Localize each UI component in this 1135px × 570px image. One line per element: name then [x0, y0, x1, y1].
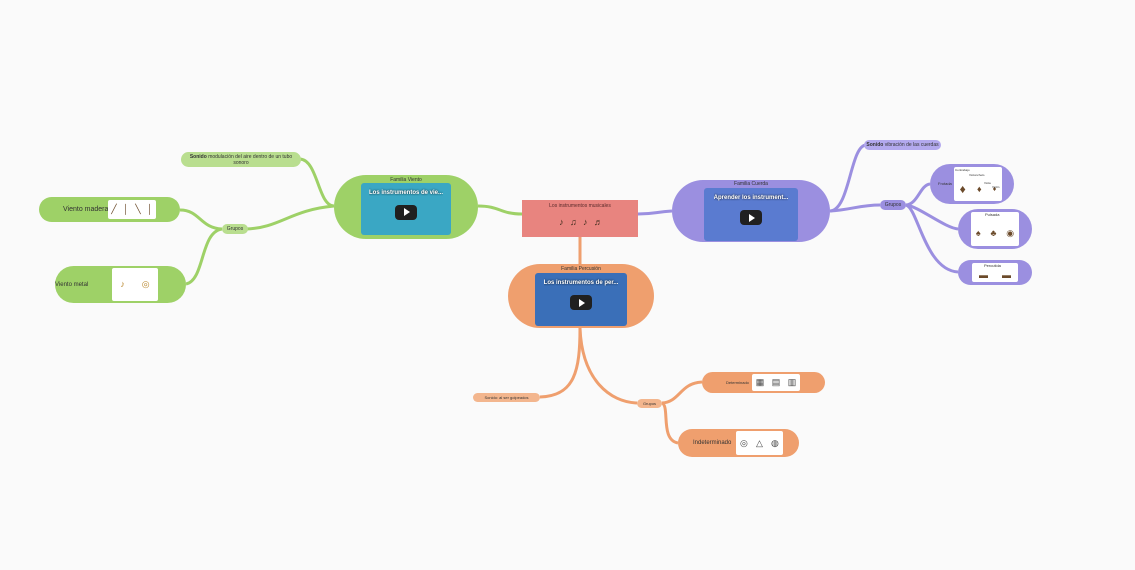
central-title: Los instrumentos musicales [549, 203, 611, 209]
percusion-indeterminado-label: Indeterminado [693, 440, 732, 446]
viento-family-node[interactable]: Familia Viento Los instrumentos de vie..… [334, 175, 478, 239]
viento-metal-node[interactable]: Viento metal ♪◎ [55, 266, 186, 303]
viento-metal-image: ♪◎ [112, 268, 158, 301]
central-instruments-image: ♪ ♫ ♪ ♬ [556, 211, 606, 233]
percusion-grupos-label: Grupos [642, 401, 657, 406]
percusion-title: Familia Percusión [561, 266, 601, 272]
viento-sonido-label: Sonido [189, 153, 207, 160]
cuerda-video[interactable]: Aprender los instrument... [704, 188, 798, 241]
frotada-item-0: Contrabajo [955, 168, 970, 172]
cuerda-frotada-label: Frotada [938, 181, 952, 186]
viento-grupos-label: Grupos [226, 226, 244, 232]
viento-madera-image: ╱│╲│ [108, 200, 156, 219]
viento-title: Familia Viento [390, 177, 422, 183]
cuerda-pulsada-image: Pulsada ♠♣◉ [971, 212, 1019, 246]
cuerda-percutida-image: Percutida ▬▬ [972, 263, 1018, 282]
cuerda-grupos-node[interactable]: Grupos [880, 200, 906, 210]
cuerda-percutida-node[interactable]: Percutida ▬▬ [958, 260, 1032, 285]
percusion-family-node[interactable]: Familia Percusión Los instrumentos de pe… [508, 264, 654, 328]
cuerda-frotada-image: Contrabajo Violonchelo Viola Violín ♦ ♦ … [954, 167, 1002, 201]
viento-sonido-node[interactable]: Sonido modulación del aire dentro de un … [181, 152, 301, 167]
percusion-indeterminado-image: ◎△◍ [736, 431, 783, 455]
percusion-determinado-label: Determinado [726, 380, 749, 385]
percusion-sonido-text: Sonido: al ser golpeados [484, 395, 529, 400]
percusion-video[interactable]: Los instrumentos de per... [535, 273, 627, 326]
play-icon[interactable] [740, 210, 762, 226]
cuerda-percutida-label: Percutida [984, 263, 1001, 268]
viento-madera-node[interactable]: Viento madera ╱│╲│ [39, 197, 180, 222]
cuerda-sonido-node[interactable]: Sonido vibración de las cuerdas [864, 140, 941, 150]
percusion-sonido-node[interactable]: Sonido: al ser golpeados [473, 393, 540, 402]
frotada-item-1: Violonchelo [969, 173, 985, 177]
cuerda-pulsada-label: Pulsada [985, 212, 1000, 217]
percusion-determinado-node[interactable]: Determinado ▦▤▥ [702, 372, 825, 393]
play-icon[interactable] [395, 204, 417, 220]
percusion-determinado-image: ▦▤▥ [752, 374, 800, 391]
play-icon[interactable] [570, 295, 592, 311]
cuerda-title: Familia Cuerda [734, 181, 768, 187]
viento-video[interactable]: Los instrumentos de vie... [361, 183, 451, 235]
cuerda-pulsada-node[interactable]: Pulsada ♠♣◉ [958, 209, 1032, 249]
cuerda-video-title: Aprender los instrument... [713, 195, 789, 201]
viento-madera-label: Viento madera [63, 206, 109, 213]
percusion-grupos-node[interactable]: Grupos [637, 399, 662, 408]
viento-grupos-node[interactable]: Grupos [222, 224, 248, 234]
cuerda-frotada-node[interactable]: Contrabajo Violonchelo Viola Violín ♦ ♦ … [930, 164, 1014, 204]
cuerda-sonido-label: Sonido [866, 142, 884, 148]
viento-video-title: Los instrumentos de vie... [368, 190, 443, 196]
viento-sonido-text: modulación del aire dentro de un tubo so… [208, 153, 293, 166]
cuerda-grupos-label: Grupos [884, 202, 902, 208]
percusion-indeterminado-node[interactable]: Indeterminado ◎△◍ [678, 429, 799, 457]
frotada-item-2: Viola [984, 181, 991, 185]
cuerda-family-node[interactable]: Familia Cuerda Aprender los instrument..… [672, 180, 830, 242]
cuerda-sonido-text: vibración de las cuerdas [884, 142, 939, 148]
central-node[interactable]: Los instrumentos musicales ♪ ♫ ♪ ♬ [522, 200, 638, 237]
frotada-item-3: Violín [992, 185, 1000, 189]
viento-metal-label: Viento metal [55, 281, 89, 288]
percusion-video-title: Los instrumentos de per... [543, 280, 619, 286]
